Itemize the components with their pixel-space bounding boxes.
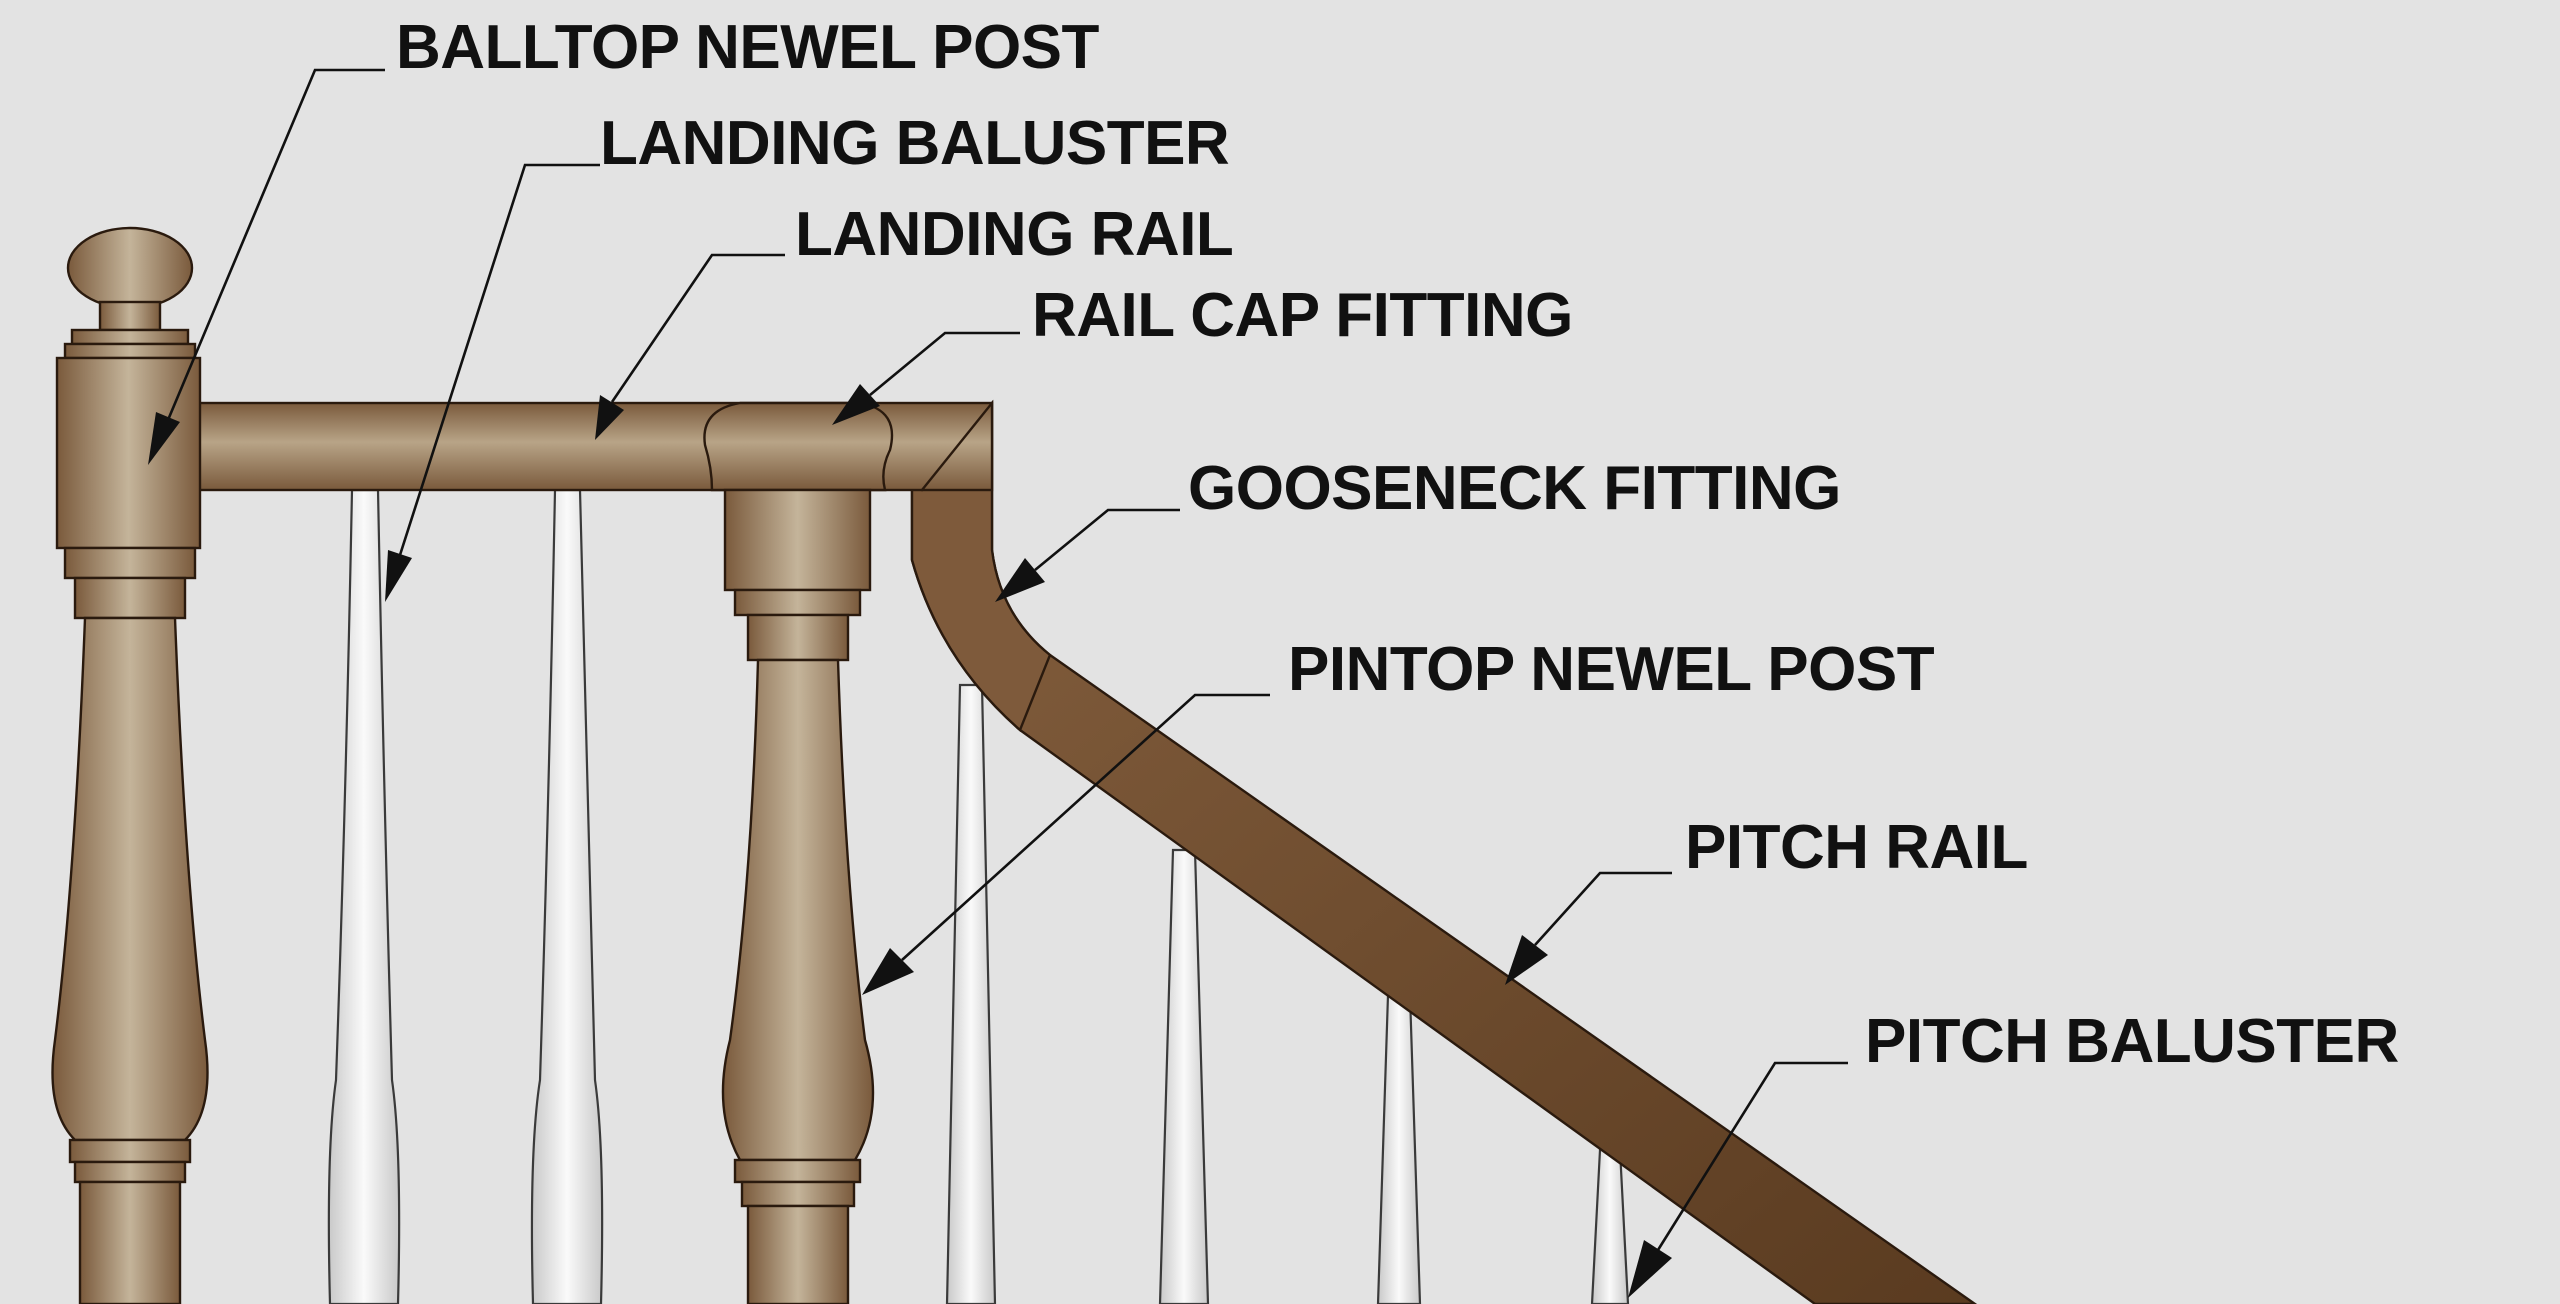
pitch-baluster	[1376, 993, 1422, 1304]
landing-baluster	[327, 488, 401, 1304]
arrowhead	[832, 384, 880, 425]
rail-cap-fitting	[703, 401, 894, 492]
leader-landing-baluster	[398, 163, 600, 556]
leader-rail-cap-fitting	[869, 331, 1020, 397]
arrowhead	[1628, 1240, 1672, 1298]
pitch-baluster	[1590, 1148, 1630, 1304]
labels: BALLTOP NEWEL POST LANDING BALUSTER LAND…	[396, 13, 2399, 1076]
leader-pitch-rail	[1534, 871, 1672, 946]
label-pintop-newel-post: PINTOP NEWEL POST	[1288, 635, 1935, 704]
label-gooseneck-fitting: GOOSENECK FITTING	[1188, 454, 1841, 523]
pitch-baluster	[1158, 848, 1210, 1304]
balltop-newel-post	[51, 226, 209, 1304]
arrowhead	[595, 395, 624, 440]
leader-gooseneck-fitting	[1034, 508, 1180, 572]
leader-pitch-baluster	[1656, 1061, 1848, 1251]
arrowhead	[862, 948, 914, 995]
landing-baluster	[530, 488, 604, 1304]
label-pitch-baluster: PITCH BALUSTER	[1865, 1007, 2399, 1076]
label-pitch-rail: PITCH RAIL	[1685, 813, 2028, 882]
pintop-newel-post	[721, 488, 875, 1304]
pitch-balusters	[945, 683, 1630, 1304]
leader-lines	[148, 68, 1848, 1298]
label-landing-baluster: LANDING BALUSTER	[600, 109, 1229, 178]
label-rail-cap-fitting: RAIL CAP FITTING	[1032, 281, 1573, 350]
arrowhead	[995, 558, 1045, 602]
leader-landing-rail	[610, 253, 785, 403]
leader-pintop-newel-post	[901, 693, 1270, 961]
leader-balltop-newel-post	[166, 68, 385, 421]
arrowhead	[1505, 935, 1548, 985]
arrowhead	[148, 412, 180, 465]
landing-rail-miter	[921, 402, 993, 491]
pitch-baluster	[945, 683, 997, 1304]
label-landing-rail: LANDING RAIL	[795, 200, 1233, 269]
arrowhead	[385, 550, 412, 602]
landing-balusters	[327, 488, 604, 1304]
label-balltop-newel-post: BALLTOP NEWEL POST	[396, 13, 1100, 82]
